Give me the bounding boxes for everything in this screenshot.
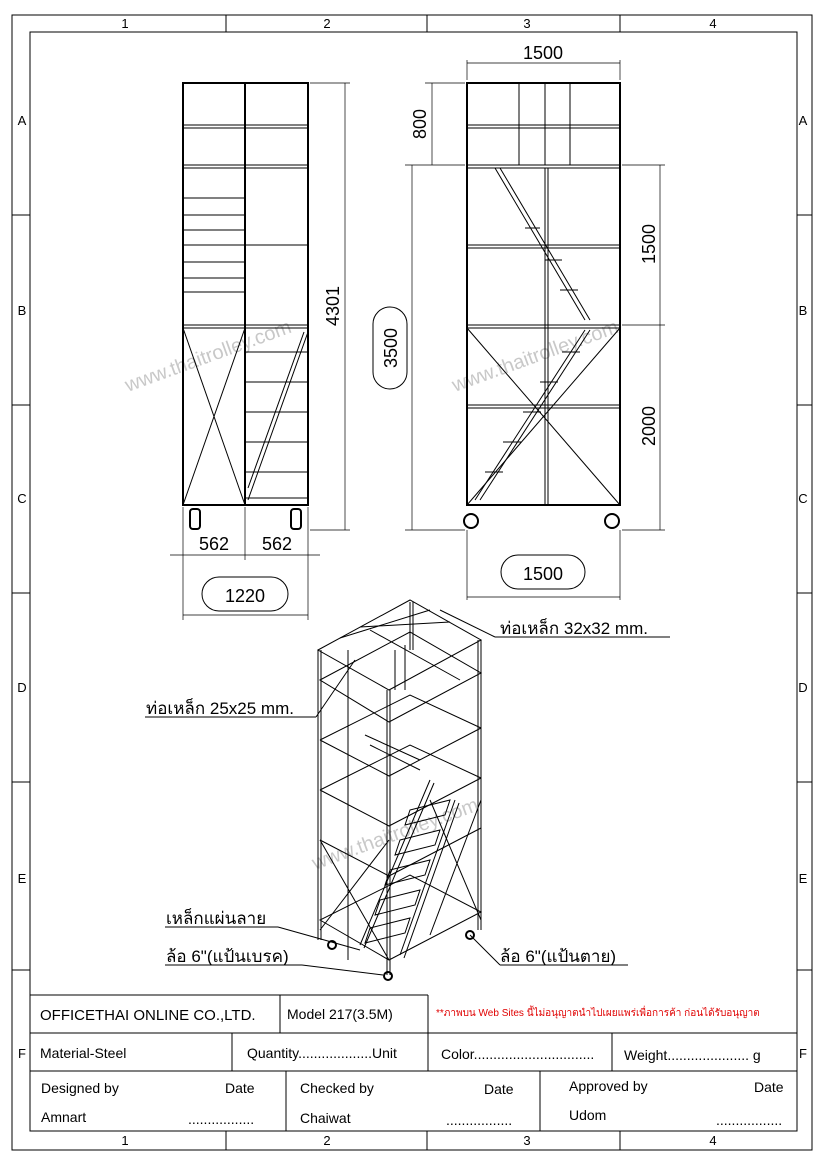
grid-row-label: A	[18, 113, 27, 128]
outer-border	[11, 14, 813, 1151]
checked-date: .................	[446, 1112, 512, 1128]
date-label: Date	[484, 1081, 514, 1097]
label-tube-25: ท่อเหล็ก 25x25 mm.	[146, 697, 294, 718]
dim-lower-section: 2000	[639, 406, 659, 446]
label-tube-32: ท่อเหล็ก 32x32 mm.	[500, 617, 648, 638]
wheel-icon	[463, 513, 479, 529]
grid-row-label: E	[799, 871, 808, 886]
designed-date: .................	[188, 1111, 254, 1127]
wheel-icon	[465, 930, 475, 940]
grid-row-label: D	[17, 680, 26, 695]
checked-by: Chaiwat	[300, 1110, 351, 1126]
approved-date: .................	[716, 1112, 782, 1128]
isometric-view	[145, 599, 670, 981]
dim-bottom-width: 1500	[523, 564, 563, 584]
side-view: 1500 800 3500 1500 2000 1500	[372, 43, 665, 600]
model-number: Model 217(3.5M)	[287, 1006, 393, 1022]
dim-mid-section: 1500	[639, 224, 659, 264]
label-wheel-brake: ล้อ 6"(แป้นเบรค)	[166, 947, 289, 966]
grid-row-label: F	[18, 1046, 26, 1061]
wheel-icon	[383, 971, 393, 981]
grid-row-label: E	[18, 871, 27, 886]
date-label: Date	[225, 1080, 255, 1096]
grid-row-label: C	[798, 491, 807, 506]
dim-half-width-left: 562	[199, 534, 229, 554]
dim-top-width: 1500	[523, 43, 563, 63]
inner-border	[29, 31, 798, 1132]
wheel-icon	[327, 940, 337, 950]
grid-col-label: 1	[121, 1133, 128, 1148]
copyright-notice: **ภาพบน Web Sites นี้ไม่อนุญาตนำไปเผยแพร…	[436, 1005, 760, 1019]
zone-ticks	[12, 15, 812, 1150]
grid-col-label: 2	[323, 1133, 330, 1148]
checked-by-label: Checked by	[300, 1080, 374, 1096]
grid-row-label: B	[18, 303, 27, 318]
color: Color...............................	[441, 1046, 594, 1062]
date-label: Date	[754, 1079, 784, 1095]
grid-col-label: 4	[709, 1133, 716, 1148]
grid-col-label: 2	[323, 16, 330, 31]
approved-by: Udom	[569, 1107, 606, 1123]
label-wheel-fixed: ล้อ 6"(แป้นตาย)	[500, 947, 616, 966]
dim-top-section: 800	[410, 109, 430, 139]
grid-col-label: 3	[523, 16, 530, 31]
grid-col-label: 1	[121, 16, 128, 31]
dim-half-width-right: 562	[262, 534, 292, 554]
approved-by-label: Approved by	[569, 1078, 648, 1094]
grid-row-label: B	[799, 303, 808, 318]
grid-col-label: 3	[523, 1133, 530, 1148]
wheel-icon	[189, 508, 201, 530]
dim-height: 4301	[323, 286, 343, 326]
material: Material-Steel	[40, 1045, 126, 1061]
label-checker-plate: เหล็กแผ่นลาย	[166, 907, 266, 928]
dim-width: 1220	[225, 586, 265, 606]
grid-col-label: 4	[709, 16, 716, 31]
wheel-icon	[290, 508, 302, 530]
dim-upper-height: 3500	[381, 328, 401, 368]
title-block	[29, 994, 797, 1131]
grid-row-label: A	[799, 113, 808, 128]
quantity: Quantity...................Unit	[247, 1045, 397, 1061]
company-name: OFFICETHAI ONLINE CO.,LTD.	[40, 1007, 256, 1024]
front-view: 4301 562 562 1220	[170, 82, 350, 620]
grid-row-label: F	[799, 1046, 807, 1061]
weight: Weight..................... g	[624, 1047, 761, 1063]
grid-row-label: C	[17, 491, 26, 506]
designed-by-label: Designed by	[41, 1080, 119, 1096]
wheel-icon	[604, 513, 620, 529]
grid-row-label: D	[798, 680, 807, 695]
designed-by: Amnart	[41, 1109, 86, 1125]
